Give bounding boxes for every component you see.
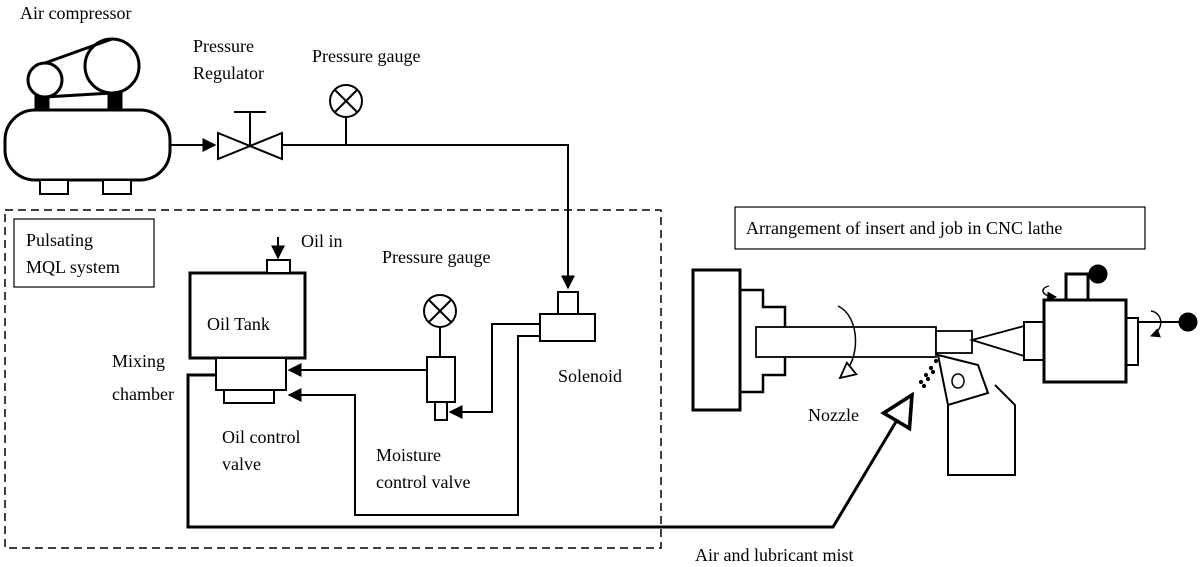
solenoid-label: Solenoid <box>558 366 622 386</box>
pulsating-mql-label-box <box>13 218 155 288</box>
lathe-chuck-icon <box>691 268 787 412</box>
arrangement-label: Arrangement of insert and job in CNC lat… <box>746 218 1062 238</box>
air-compressor-label: Air compressor <box>20 3 131 23</box>
valve-icon <box>217 111 283 161</box>
pressure-gauge-icon-inner <box>423 294 457 357</box>
pressure-regulator-label-1: Pressure <box>193 36 254 56</box>
moisture-valve-stem <box>434 401 448 421</box>
pipe-main-line <box>282 144 575 290</box>
arrangement-label-box <box>734 206 1146 250</box>
pulsating-mql-boundary <box>4 209 662 549</box>
mixing-chamber <box>215 357 287 391</box>
mixing-chamber-label-2: chamber <box>112 384 174 404</box>
oil-control-valve <box>223 389 275 404</box>
oil-inlet-cap <box>266 259 291 274</box>
pipe-mist-line <box>186 373 912 529</box>
pipe-solenoid-to-oil-valve <box>287 335 540 516</box>
pressure-gauge-inner-label: Pressure gauge <box>382 247 490 267</box>
moisture-valve-label-2: control valve <box>376 472 470 492</box>
tailstock-icon <box>968 264 1198 384</box>
nozzle-mist-dots <box>918 358 939 389</box>
oil-tank <box>188 271 307 360</box>
pulsating-label-2: MQL system <box>26 257 120 277</box>
air-lubricant-mist-label: Air and lubricant mist <box>695 545 853 565</box>
moisture-valve-label-1: Moisture <box>376 445 441 465</box>
moisture-control-valve <box>426 356 456 403</box>
pressure-gauge-icon <box>329 84 363 145</box>
nozzle-label: Nozzle <box>808 405 859 425</box>
pulsating-label-1: Pulsating <box>26 230 93 250</box>
pipe-solenoid-to-moisture <box>448 323 540 419</box>
air-compressor-icon <box>3 37 172 195</box>
cutting-insert-icon <box>936 353 1016 476</box>
workpiece-end <box>935 330 973 354</box>
oil-in-label: Oil in <box>301 231 343 251</box>
pressure-regulator-label-2: Regulator <box>193 63 264 83</box>
solenoid-valve-icon <box>539 291 596 342</box>
mixing-chamber-label-1: Mixing <box>112 351 165 371</box>
workpiece <box>755 326 937 358</box>
pressure-gauge-top-label: Pressure gauge <box>312 46 420 66</box>
rotation-arrow-icon <box>837 305 856 378</box>
oil-control-valve-label-1: Oil control <box>222 427 301 447</box>
oil-tank-label: Oil Tank <box>207 314 270 334</box>
oil-control-valve-label-2: valve <box>222 454 261 474</box>
